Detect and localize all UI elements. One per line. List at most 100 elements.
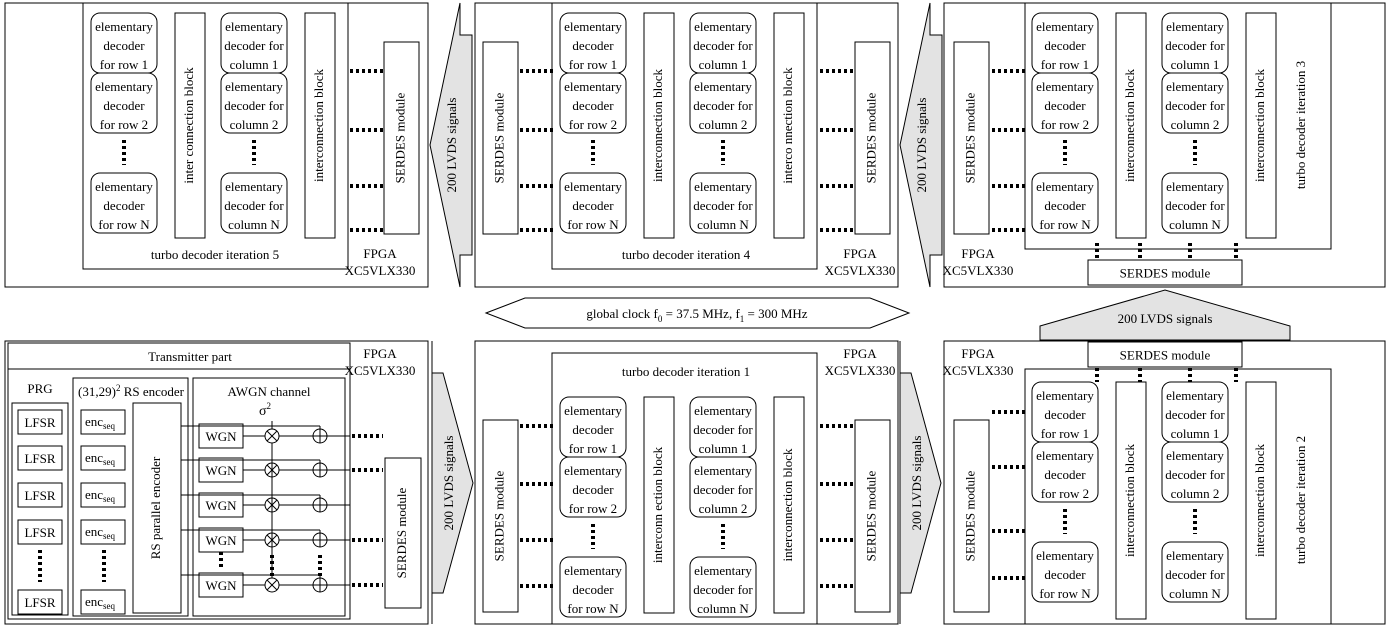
column-decoder-1-label: decoder for — [1165, 38, 1225, 53]
column-decoder-2-label: column 2 — [1171, 117, 1220, 132]
column-decoder-3-label: column N — [697, 601, 749, 616]
enc-seq-sub: seq — [103, 601, 115, 611]
board-3-model: XC5VLX330 — [943, 263, 1014, 278]
row-decoder-1-label: decoder — [1044, 38, 1086, 53]
row-decoder-1-label: for row 1 — [569, 57, 617, 72]
column-decoder-3-label: column N — [1169, 217, 1221, 232]
row-decoder-3-label: for row N — [1039, 217, 1091, 232]
interconnection-block-a — [643, 12, 675, 239]
column-decoder-1-label: elementary — [1166, 388, 1224, 403]
board-4-model: XC5VLX330 — [825, 263, 896, 278]
column-decoder-1-label: column 1 — [230, 57, 279, 72]
lvds-arrow-2-to-3 — [1039, 289, 1291, 341]
serdes-iteration-1-left — [482, 419, 519, 613]
column-decoder-3-label: column N — [228, 217, 280, 232]
board-1-fpga: FPGA — [843, 346, 877, 361]
column-decoder-2-label: elementary — [694, 79, 752, 94]
global-clock-sub0: 0 — [658, 314, 663, 324]
rs-parallel-encoder — [132, 402, 182, 614]
wgn-label: WGN — [205, 429, 237, 444]
column-decoder-2-label: column 2 — [1171, 486, 1220, 501]
row-decoder-2-label: elementary — [1036, 448, 1094, 463]
lvds-arrow-3-to-4 — [899, 2, 943, 288]
column-decoder-2-label: decoder for — [1165, 467, 1225, 482]
serdes-iteration-3-bottom-label: SERDES module — [1120, 266, 1211, 281]
row-decoder-3-label: elementary — [1036, 548, 1094, 563]
lfsr-3 — [17, 482, 63, 508]
iteration-5-title: turbo decoder iteration 5 — [151, 247, 279, 262]
wgn-label: WGN — [205, 498, 237, 513]
serdes-iteration-1-left-label: SERDES module — [491, 470, 506, 561]
column-decoder-3-label: column N — [697, 217, 749, 232]
row-decoder-2 — [90, 72, 158, 134]
column-decoder-2-label: column 2 — [230, 117, 279, 132]
row-decoder-1-label: for row 1 — [1041, 426, 1089, 441]
lfsr-label: LFSR — [24, 525, 55, 540]
row-decoder-2-label: decoder — [572, 482, 614, 497]
column-decoder-3-label: decoder for — [224, 198, 284, 213]
interconnection-label-b: interconnection block — [1252, 444, 1267, 557]
wgn-label: WGN — [205, 533, 237, 548]
row-decoder-3-label: elementary — [564, 179, 622, 194]
column-decoder-1-label: column 1 — [1171, 57, 1220, 72]
enc-seq-sub: seq — [103, 494, 115, 504]
multiplier-cross — [266, 579, 278, 591]
interconnection-label-a: interconn ection block — [650, 446, 665, 563]
column-decoder-1-label: elementary — [694, 19, 752, 34]
interconnection-block-b — [773, 12, 805, 239]
column-decoder-3-label: decoder for — [1165, 567, 1225, 582]
serdes-iteration-2-top-label: SERDES module — [1120, 348, 1211, 363]
multiplier-cross — [266, 430, 278, 442]
column-decoder-3 — [1161, 541, 1229, 603]
column-decoder-3-label: elementary — [1166, 179, 1224, 194]
board-1-model: XC5VLX330 — [825, 363, 896, 378]
row-decoder-1-label: decoder — [572, 38, 614, 53]
row-decoder-3 — [1031, 172, 1099, 234]
interconnection-label-b: interconnection block — [311, 69, 326, 182]
interconnection-block-b — [1245, 12, 1277, 239]
serdes-iteration-4-right — [854, 41, 891, 235]
wgn-5 — [198, 572, 244, 598]
global-clock-prefix: global clock f — [586, 306, 658, 321]
serdes-iteration-1-right — [854, 419, 891, 613]
row-decoder-3 — [1031, 541, 1099, 603]
interconnection-label-b: interco nnection block — [780, 67, 795, 184]
wgn-4 — [198, 527, 244, 553]
lvds-label-tx-to-1: 200 LVDS signals — [441, 436, 456, 531]
column-decoder-1-label: elementary — [225, 19, 283, 34]
global-clock-mid: = 37.5 MHz, f — [662, 306, 740, 321]
column-decoder-2 — [1161, 72, 1229, 134]
column-decoder-3-label: elementary — [225, 179, 283, 194]
row-decoder-3-label: for row N — [98, 217, 150, 232]
iteration-3-title: turbo decoder iteration 3 — [1293, 61, 1308, 189]
row-decoder-1-label: decoder — [103, 38, 145, 53]
lvds-label-3-to-4: 200 LVDS signals — [914, 98, 929, 193]
row-decoder-2-label: for row 2 — [569, 501, 617, 516]
column-decoder-1-label: decoder for — [1165, 407, 1225, 422]
row-decoder-2-label: decoder — [572, 98, 614, 113]
global-clock-suffix: = 300 MHz — [744, 306, 808, 321]
column-decoder-2-label: elementary — [1166, 79, 1224, 94]
column-decoder-2-label: decoder for — [224, 98, 284, 113]
row-decoder-1-label: for row 1 — [569, 441, 617, 456]
column-decoder-3-label: decoder for — [693, 582, 753, 597]
lvds-arrow-1-to-2 — [899, 341, 942, 624]
board-tx-model: XC5VLX330 — [345, 363, 416, 378]
row-decoder-2-label: elementary — [564, 463, 622, 478]
lfsr-2 — [17, 445, 63, 471]
interconnection-label-a: interconnection block — [650, 69, 665, 182]
row-decoder-1-label: decoder — [1044, 407, 1086, 422]
interconnection-label-b: interconnection block — [1252, 69, 1267, 182]
row-decoder-2-label: for row 2 — [569, 117, 617, 132]
prg-block — [11, 402, 69, 616]
global-clock-arrow — [484, 297, 911, 329]
row-decoder-2 — [559, 72, 627, 134]
column-decoder-1-label: decoder for — [693, 422, 753, 437]
lvds-arrow-4-to-5 — [429, 2, 473, 288]
prg-label: PRG — [27, 381, 52, 396]
serdes-transmitter-label: SERDES module — [394, 487, 409, 578]
row-decoder-3 — [90, 172, 158, 234]
column-decoder-2 — [1161, 441, 1229, 503]
board-3-fpga: FPGA — [961, 246, 995, 261]
row-decoder-2-label: for row 2 — [1041, 117, 1089, 132]
